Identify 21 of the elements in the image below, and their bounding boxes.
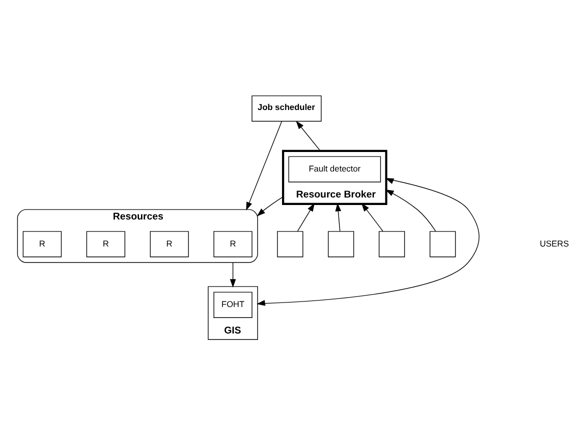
node-box [430,231,456,258]
arrow [297,202,315,232]
node-box: Fault detector [288,156,381,182]
node-box [328,231,354,258]
arrow [246,121,282,211]
node-box: R [86,231,126,258]
arrow [256,178,480,306]
node-box [277,231,304,258]
node-box: FOHT [214,292,252,318]
arrow [385,189,436,232]
node-box: R [150,231,189,258]
arrow [256,196,284,216]
arrow [361,203,384,232]
arrow [335,202,342,232]
arrow [296,120,321,152]
node-box: Job scheduler [252,95,322,122]
label: USERS [540,238,569,248]
arrow [230,262,236,288]
node-box: R [22,231,62,258]
node-box [378,231,405,258]
node-box: R [214,231,252,258]
